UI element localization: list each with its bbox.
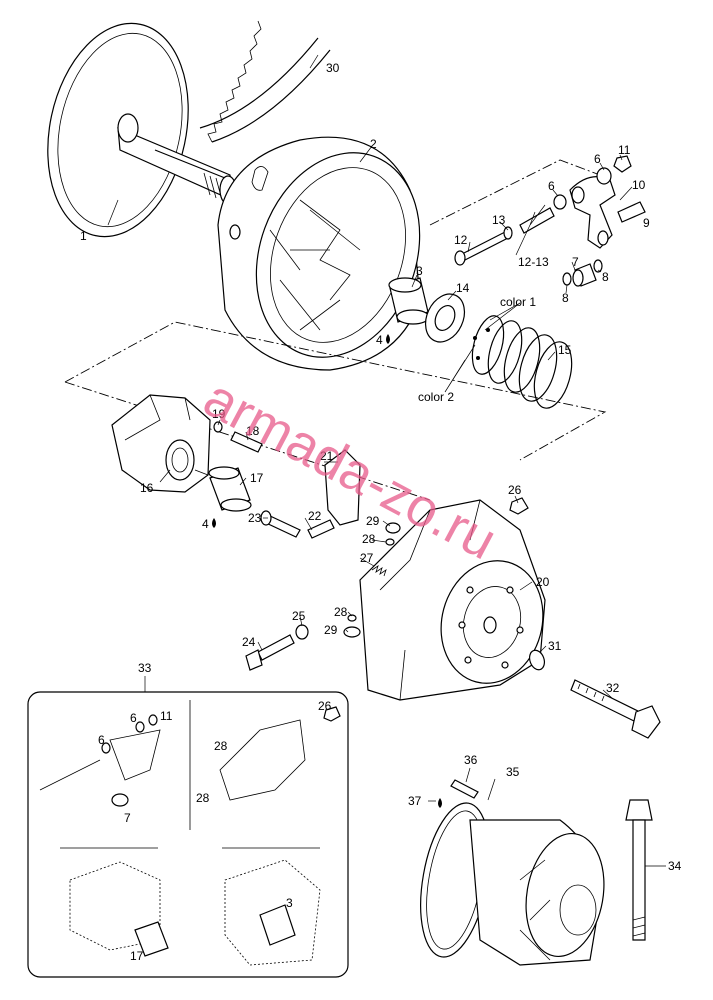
- callout-34: 34: [668, 859, 682, 873]
- callout-8: 8: [602, 270, 609, 284]
- callout-6: 6: [548, 179, 555, 193]
- callout-12: 12: [454, 233, 468, 247]
- callout-19: 19: [212, 407, 226, 421]
- callout-30: 30: [326, 61, 340, 75]
- part-7-roller[interactable]: [572, 263, 597, 287]
- callout-29: 29: [366, 514, 380, 528]
- callout-13: 13: [492, 213, 506, 227]
- callout-32: 32: [606, 681, 620, 695]
- callout-17: 17: [250, 471, 264, 485]
- part-24-bolt[interactable]: [245, 634, 295, 671]
- part-23-screw[interactable]: [260, 510, 301, 538]
- part-8-washers[interactable]: [562, 259, 603, 286]
- part-31-washer[interactable]: [527, 648, 547, 672]
- part-20-governor-cup[interactable]: [359, 499, 556, 701]
- callout-color-1: color 1: [500, 295, 536, 309]
- callout-14: 14: [456, 281, 470, 295]
- callout-16: 16: [140, 481, 154, 495]
- callout-28: 28: [334, 605, 348, 619]
- callout-23: 23: [248, 511, 262, 525]
- inset-callout-3: 3: [286, 896, 293, 910]
- part-9-pin[interactable]: [617, 201, 646, 223]
- callout-15: 15: [558, 343, 572, 357]
- callout-4: 4: [202, 517, 209, 531]
- callout-36: 36: [464, 753, 478, 767]
- part-21-slider-block[interactable]: [324, 449, 361, 526]
- callout-29: 29: [324, 623, 338, 637]
- callout-27: 27: [360, 551, 374, 565]
- inset-callout-17: 17: [130, 949, 144, 963]
- inset-callout-7: 7: [124, 811, 131, 825]
- callout-31: 31: [548, 639, 562, 653]
- part-13-spacer[interactable]: [503, 207, 555, 240]
- callout-2: 2: [370, 137, 377, 151]
- part-1-fixed-sheave[interactable]: [29, 10, 237, 250]
- callout-26: 26: [508, 483, 522, 497]
- part-17-bushing[interactable]: [208, 466, 252, 512]
- inset-callout-26: 26: [318, 699, 332, 713]
- lubricant-drop-icon: [386, 334, 390, 344]
- callout-22: 22: [308, 509, 322, 523]
- callout-35: 35: [506, 765, 520, 779]
- callout-labels: 1 30 2 3 14 4 11 6 6 10 9 13 12 12-13 7 …: [80, 61, 682, 963]
- part-2-movable-sheave[interactable]: [217, 130, 447, 381]
- callout-12-13: 12-13: [518, 255, 549, 269]
- part-37-drop: [438, 798, 442, 808]
- inset-callout-6: 6: [130, 711, 137, 725]
- callout-25: 25: [292, 609, 306, 623]
- callout-11: 11: [618, 143, 631, 157]
- callout-7: 7: [572, 255, 579, 269]
- part-19-washer[interactable]: [213, 421, 223, 433]
- callout-33: 33: [138, 661, 152, 675]
- callout-3: 3: [416, 264, 423, 278]
- inset-callout-11: 11: [160, 709, 173, 723]
- watermark: armada-zo.ru: [194, 368, 506, 572]
- part-16-spider[interactable]: [111, 394, 211, 493]
- part-14-washer[interactable]: [418, 288, 472, 349]
- part-6-roller-upper[interactable]: [596, 167, 612, 185]
- callout-9: 9: [643, 216, 650, 230]
- leader-lines: [107, 54, 666, 867]
- part-3-bushing[interactable]: [388, 277, 430, 325]
- part-15-spring[interactable]: [467, 312, 579, 412]
- inset-callout-28: 28: [214, 739, 228, 753]
- part-26-nut[interactable]: [509, 497, 529, 515]
- part-27-spring[interactable]: [371, 565, 387, 577]
- lubricant-drop-icon: [212, 518, 216, 528]
- inset-box-33: [27, 676, 349, 978]
- callout-37: 37: [408, 794, 422, 808]
- part-35-drive-pulley-assembly[interactable]: [410, 798, 613, 966]
- axis-line-box: [64, 321, 607, 501]
- callout-4: 4: [376, 333, 383, 347]
- callout-24: 24: [242, 635, 256, 649]
- part-6-roller-lower[interactable]: [553, 194, 567, 210]
- callout-color-2: color 2: [418, 390, 454, 404]
- callout-18: 18: [246, 424, 260, 438]
- part-22-pin[interactable]: [307, 519, 335, 539]
- part-10-roller-arm[interactable]: [569, 176, 616, 249]
- part-30-drive-belt[interactable]: [199, 20, 331, 143]
- callout-20: 20: [536, 575, 550, 589]
- callout-6: 6: [594, 152, 601, 166]
- callout-8: 8: [562, 291, 569, 305]
- callout-28: 28: [362, 532, 376, 546]
- callout-21: 21: [320, 449, 334, 463]
- inset-callout-28: 28: [196, 791, 210, 805]
- part-34-long-bolt[interactable]: [625, 799, 653, 941]
- axis-line-upper: [429, 159, 601, 226]
- part-32-bolt[interactable]: [570, 679, 661, 739]
- part-18-screw[interactable]: [230, 431, 263, 453]
- inset-callout-6: 6: [98, 733, 105, 747]
- callout-1: 1: [80, 229, 87, 243]
- part-11-nut[interactable]: [613, 155, 632, 173]
- part-25-washer[interactable]: [295, 624, 309, 640]
- part-36-bolt[interactable]: [450, 779, 479, 799]
- callout-10: 10: [632, 178, 646, 192]
